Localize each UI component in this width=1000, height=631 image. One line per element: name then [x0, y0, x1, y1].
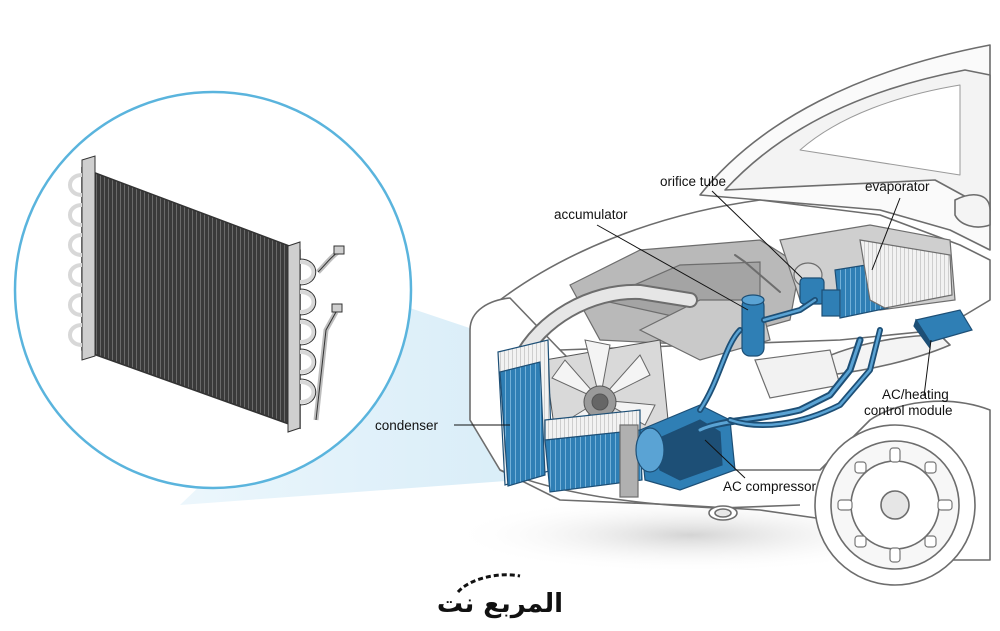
accumulator-unit — [741, 294, 765, 357]
label-accumulator: accumulator — [554, 207, 628, 222]
condenser-closeup — [68, 155, 345, 433]
orifice-tube-unit — [793, 262, 825, 305]
label-ac-heating: AC/heating — [882, 387, 949, 402]
label-ac-compressor: AC compressor — [723, 479, 817, 494]
condenser-unit — [497, 339, 643, 498]
site-logo: المربع نت — [437, 573, 563, 619]
leader-lines — [454, 190, 932, 479]
label-orifice-tube: orifice tube — [660, 174, 726, 189]
wheel-holes — [837, 447, 953, 563]
logo-text: المربع نت — [437, 589, 563, 619]
refrigerant-lines — [696, 254, 883, 434]
control-module-unit — [913, 309, 973, 350]
label-control-module: control module — [864, 403, 953, 418]
label-evaporator: evaporator — [865, 179, 930, 194]
label-condenser: condenser — [375, 418, 439, 433]
evaporator-unit — [821, 239, 953, 319]
